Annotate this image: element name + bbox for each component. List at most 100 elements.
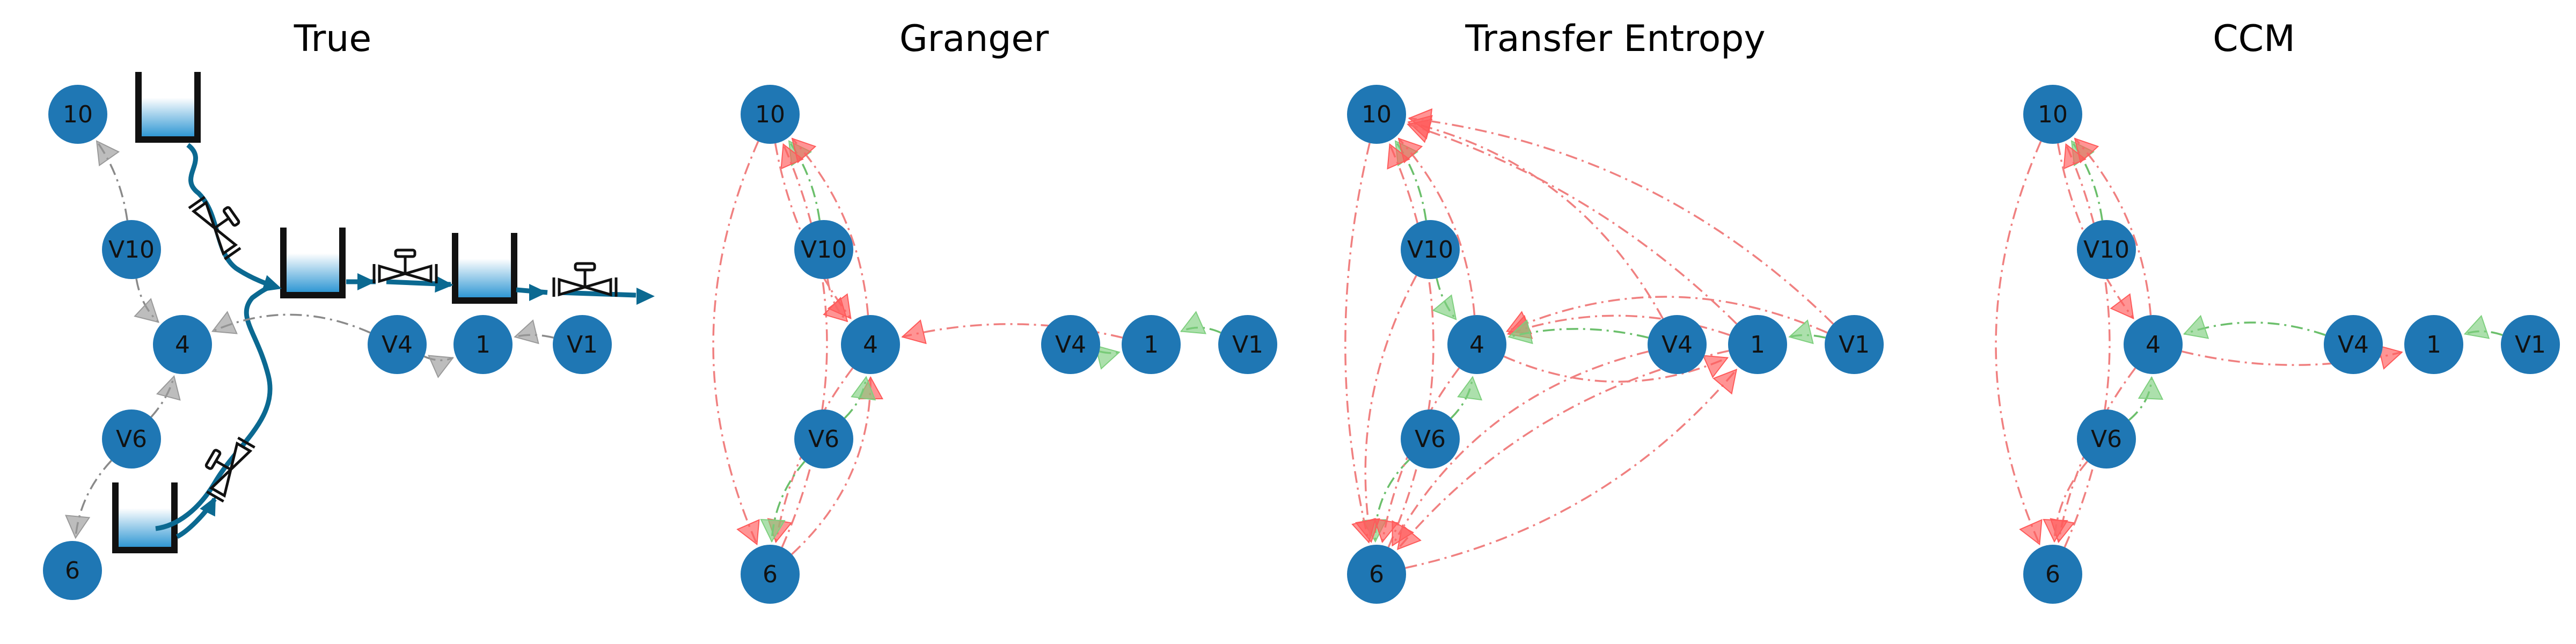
node-V10: V10 — [1401, 220, 1460, 279]
node-label: 6 — [1369, 561, 1384, 588]
node-circle — [48, 85, 107, 144]
node-circle — [1347, 85, 1406, 144]
edge-V6-to-4 — [150, 376, 175, 418]
node-label: 4 — [175, 331, 190, 358]
node-V4: V4 — [1041, 315, 1100, 374]
node-label: V1 — [1232, 331, 1263, 358]
edge-V4-to-4-arrowhead — [211, 311, 238, 334]
node-4: 4 — [153, 315, 212, 374]
edge-V6-to-4 — [1450, 377, 1474, 419]
node-circle — [2124, 315, 2183, 374]
node-6: 6 — [43, 541, 102, 600]
node-label: V1 — [567, 331, 598, 358]
node-circle — [1401, 409, 1460, 469]
valve-top — [188, 196, 241, 260]
node-label: V6 — [808, 426, 839, 453]
edge-1-to-10 — [1407, 123, 1738, 325]
node-V6: V6 — [794, 409, 853, 469]
tank-bottom — [112, 482, 178, 553]
node-label: 1 — [2426, 331, 2441, 358]
node-circle — [1447, 315, 1506, 374]
edge-6-to-10-arrowhead — [2063, 143, 2087, 170]
node-label: 4 — [863, 331, 878, 358]
edge-V10-to-4-arrowhead — [134, 298, 159, 323]
valve-right — [552, 262, 618, 297]
node-circle — [453, 315, 513, 374]
flow-arrowhead — [200, 496, 216, 517]
node-circle — [741, 85, 800, 144]
edge-10-to-6-arrowhead — [736, 519, 760, 546]
node-label: V1 — [1839, 331, 1870, 358]
node-circle — [368, 315, 427, 374]
node-circle — [102, 409, 161, 469]
node-label: 1 — [1144, 331, 1159, 358]
node-V1: V1 — [1218, 315, 1277, 374]
edge-V4-to-10 — [1408, 121, 1664, 319]
node-6: 6 — [1347, 545, 1406, 604]
node-V10: V10 — [102, 220, 161, 279]
edge-6-to-10 — [2063, 144, 2111, 548]
edge-6-to-10 — [1387, 144, 1435, 548]
node-V10: V10 — [2077, 220, 2136, 279]
edge-4-to-10 — [1397, 137, 1476, 316]
panel-title: Transfer Entropy — [1465, 18, 1765, 60]
node-circle — [2023, 85, 2082, 144]
edge-V4-to-4 — [212, 313, 371, 334]
node-label: V10 — [801, 236, 847, 264]
edge-6-to-4 — [791, 377, 872, 555]
node-circle — [741, 545, 800, 604]
node-label: V4 — [1055, 331, 1086, 358]
edge-V1-to-1-arrowhead — [1180, 311, 1206, 334]
edge-V10-to-10-arrowhead — [96, 140, 120, 167]
edge-V4-to-6-arrowhead — [1392, 520, 1414, 547]
node-circle — [2077, 220, 2136, 279]
node-circle — [553, 315, 612, 374]
edge-V1-to-1 — [1181, 326, 1221, 334]
valve-middle — [372, 248, 438, 283]
tank-right — [452, 233, 517, 304]
edge-10-to-6 — [712, 141, 759, 545]
edge-V1-to-1 — [514, 334, 554, 339]
edge-V4-to-6 — [1391, 350, 1649, 546]
edge-1-to-4-arrowhead — [901, 319, 927, 345]
node-4: 4 — [1447, 315, 1506, 374]
node-label: 4 — [1469, 331, 1484, 358]
flow-bottom-to-middle — [155, 283, 275, 531]
edge-V6-to-4 — [844, 377, 867, 419]
flow-top-to-middle — [186, 143, 277, 290]
node-1: 1 — [453, 315, 513, 374]
node-V6: V6 — [2077, 409, 2136, 469]
node-label: V10 — [1407, 236, 1453, 264]
tank-top — [135, 72, 201, 143]
node-4: 4 — [2124, 315, 2183, 374]
node-label: V10 — [108, 236, 155, 264]
edge-V1-to-1-arrowhead — [2463, 314, 2490, 339]
node-circle — [2501, 315, 2560, 374]
edge-V10-to-6 — [1364, 275, 1417, 543]
edge-V6-to-4 — [2128, 377, 2153, 421]
edge-6-to-10-arrowhead — [780, 143, 804, 170]
node-V1: V1 — [553, 315, 612, 374]
node-V4: V4 — [368, 315, 427, 374]
flow-arrowhead — [636, 288, 655, 305]
node-V4: V4 — [1648, 315, 1707, 374]
edge-V10-to-4 — [135, 278, 159, 323]
panel-title: Granger — [899, 18, 1049, 60]
node-label: 1 — [475, 331, 491, 358]
node-circle — [102, 220, 161, 279]
node-circle — [153, 315, 212, 374]
edge-V4-to-1-arrowhead — [428, 355, 455, 378]
node-circle — [794, 220, 853, 279]
node-1: 1 — [1122, 315, 1181, 374]
edge-V6-to-6-arrowhead — [2043, 518, 2068, 543]
edge-V10-to-6-arrowhead — [1355, 518, 1380, 543]
edge-4-to-1 — [1503, 355, 1728, 383]
edge-V6-to-4-arrowhead — [1457, 376, 1483, 401]
node-circle — [43, 541, 102, 600]
edge-V10-to-4-arrowhead — [823, 297, 848, 323]
node-label: 6 — [2045, 561, 2060, 588]
flow-right-out-b — [558, 290, 636, 298]
edge-10-to-6 — [1344, 143, 1371, 543]
